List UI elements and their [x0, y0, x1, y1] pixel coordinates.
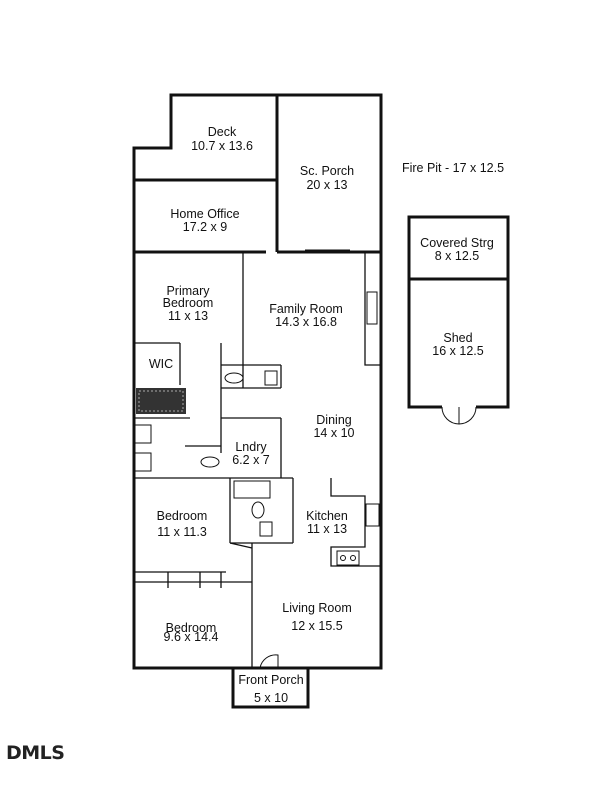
dining-label: Dining — [316, 413, 351, 427]
doors — [259, 249, 350, 669]
family-room-label: Family Room — [269, 302, 343, 316]
dining-dims: 14 x 10 — [313, 426, 354, 440]
front-porch-dims: 5 x 10 — [254, 691, 288, 705]
primary-bedroom-dims: 11 x 13 — [168, 309, 208, 323]
bedroom-2-dims: 11 x 11.3 — [157, 525, 207, 539]
laundry-dims: 6.2 x 7 — [232, 453, 270, 467]
toilet-icon — [224, 372, 244, 384]
vanity-sink-icon — [134, 424, 152, 444]
vanity-sink-icon — [134, 452, 152, 472]
sink-icon — [365, 503, 380, 527]
bedroom-2-label: Bedroom — [157, 509, 208, 523]
front-porch-label: Front Porch — [238, 673, 303, 687]
kitchen-dims: 11 x 13 — [307, 522, 347, 536]
shower-icon — [136, 388, 186, 414]
outbuildings — [407, 215, 510, 425]
bath-fixtures — [134, 370, 278, 537]
primary-bedroom-label-2: Bedroom — [163, 296, 214, 310]
laundry-label: Lndry — [235, 440, 267, 454]
kitchen-label: Kitchen — [306, 509, 348, 523]
living-room-dims: 12 x 15.5 — [291, 619, 342, 633]
primary-bedroom-label: Primary — [166, 284, 210, 298]
home-office-dims: 17.2 x 9 — [183, 220, 228, 234]
covered-storage-dims: 8 x 12.5 — [435, 249, 480, 263]
room-labels: Deck 10.7 x 13.6 Sc. Porch 20 x 13 Home … — [149, 125, 504, 705]
fireplace-icon — [366, 291, 378, 325]
sink-icon — [259, 521, 273, 537]
kitchen-counters — [330, 252, 381, 567]
fire-pit-label: Fire Pit - 17 x 12.5 — [402, 161, 504, 175]
interior-walls — [134, 95, 381, 668]
front-door — [259, 654, 279, 669]
toilet-icon — [251, 501, 265, 519]
family-room-dims: 14.3 x 16.8 — [275, 315, 337, 329]
bathtub-icon — [233, 480, 271, 499]
covered-storage-label: Covered Strg — [420, 236, 494, 250]
living-room-label: Living Room — [282, 601, 351, 615]
deck-label: Deck — [208, 125, 237, 139]
bedroom-3-dims-visible: 9.6 x 14.4 — [164, 630, 219, 644]
wic-label: WIC — [149, 357, 173, 371]
deck-dims: 10.7 x 13.6 — [191, 139, 253, 153]
shed-label: Shed — [443, 331, 472, 345]
home-office-label: Home Office — [170, 207, 239, 221]
toilet-icon — [200, 456, 220, 468]
sc-porch-dims: 20 x 13 — [306, 178, 347, 192]
bedroom-3-label: Bedroom — [166, 621, 217, 635]
sink-icon — [264, 370, 278, 386]
dmls-logo: DMLS — [6, 742, 65, 764]
shed-dims: 16 x 12.5 — [432, 344, 483, 358]
sc-porch-label: Sc. Porch — [300, 164, 354, 178]
shed-door — [441, 406, 460, 425]
stove-icon — [336, 550, 360, 566]
